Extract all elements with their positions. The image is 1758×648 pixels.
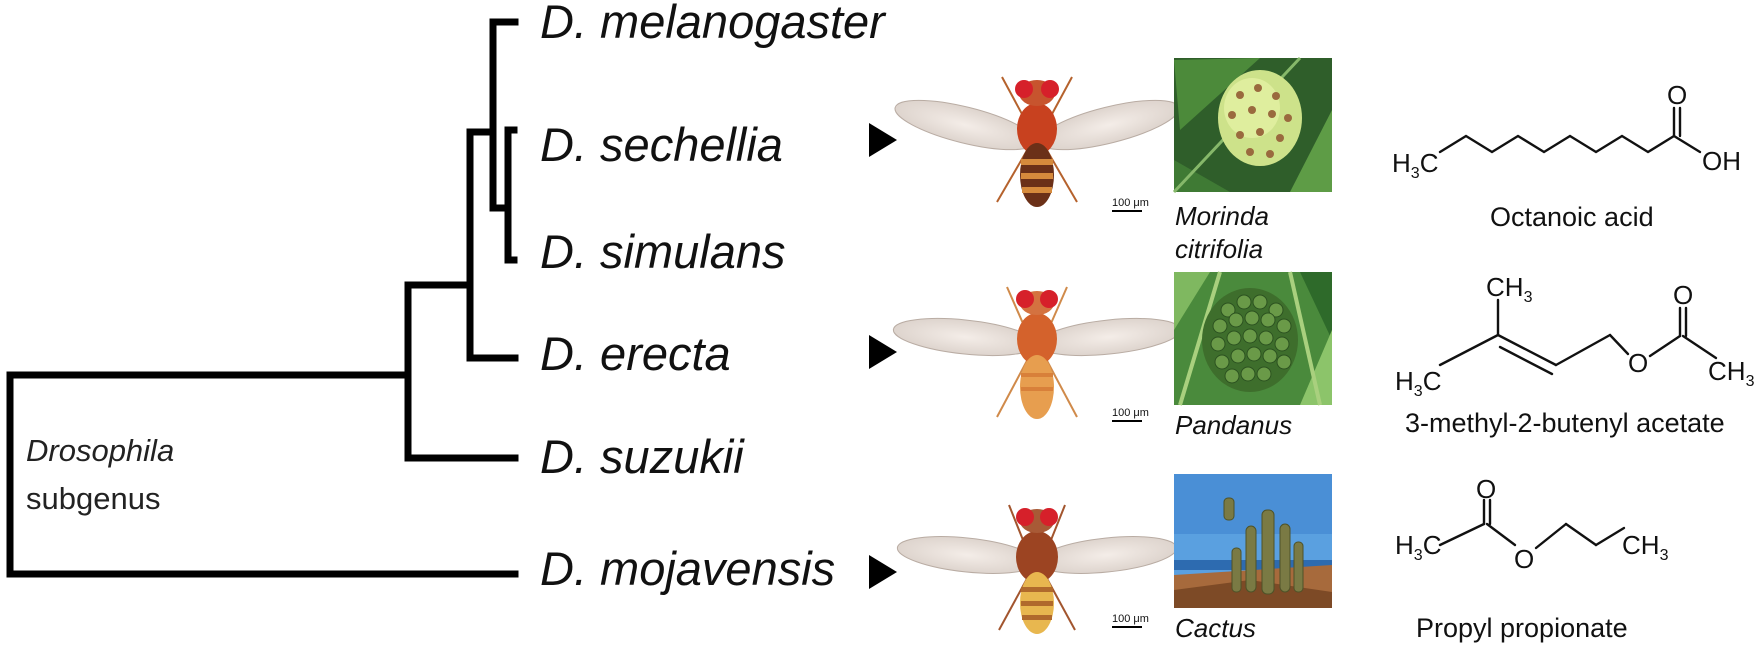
host-name-pandanus: Pandanus [1175,410,1292,440]
svg-text:CH3: CH3 [1486,272,1533,306]
subgenus-label-word: subgenus [26,481,160,516]
species-label-melanogaster: D. melanogaster [540,0,887,48]
compound-name-prenyl-acetate: 3-methyl-2-butenyl acetate [1405,408,1725,438]
scale-bar-label: 100 μm [1112,613,1149,625]
scale-bar-1: 100 μm [1112,197,1149,212]
branch-clade-a [404,281,474,462]
host-name-morinda-line2: citrifolia [1175,234,1263,264]
svg-text:O: O [1476,474,1496,504]
structure-prenyl-acetate: H3C CH3 O O CH3 [1395,272,1755,400]
scale-bar-label: 100 μm [1112,197,1149,209]
phylogenetic-tree [6,18,519,578]
structure-propyl-propionate: H3C O O CH3 [1395,474,1669,574]
svg-text:O: O [1514,544,1534,574]
host-photo-cactus [1174,474,1332,608]
scale-bar-2: 100 μm [1112,407,1149,422]
arrow-icon-mojavensis [869,555,897,589]
fly-image-sechellia [894,76,1180,207]
arrow-icon-sechellia [869,123,897,157]
svg-text:H3C: H3C [1395,530,1441,564]
species-label-erecta: D. erecta [540,327,731,380]
svg-text:O: O [1628,348,1648,378]
species-label-mojavensis: D. mojavensis [540,542,835,595]
branch-root [6,371,409,578]
species-label-sechellia: D. sechellia [540,118,783,171]
svg-text:O: O [1673,280,1693,310]
compound-name-octanoic-acid: Octanoic acid [1490,202,1654,232]
svg-text:CH3: CH3 [1622,530,1669,564]
branch-melanogaster [489,18,519,212]
branch-clade-b [466,128,497,362]
compound-name-propyl-propionate: Propyl propionate [1416,613,1628,643]
fly-image-mojavensis [896,504,1178,634]
scale-bar-3: 100 μm [1112,613,1149,628]
scale-bar-label: 100 μm [1112,407,1149,419]
svg-text:O: O [1667,80,1687,110]
host-name-morinda-line1: Morinda [1175,201,1269,231]
host-photo-morinda [1172,56,1332,194]
arrow-icon-erecta [869,335,897,369]
host-photo-pandanus [1174,271,1332,406]
structure-octanoic-acid: H3C O OH [1392,80,1741,182]
svg-text:H3C: H3C [1395,366,1441,400]
subgenus-label-genus: Drosophila [26,433,174,468]
fly-image-erecta [892,286,1182,419]
species-label-simulans: D. simulans [540,225,786,278]
species-label-suzukii: D. suzukii [540,430,745,483]
svg-text:CH3: CH3 [1708,356,1755,390]
svg-text:OH: OH [1702,146,1741,176]
host-name-cactus: Cactus [1175,613,1256,643]
svg-text:H3C: H3C [1392,148,1438,182]
